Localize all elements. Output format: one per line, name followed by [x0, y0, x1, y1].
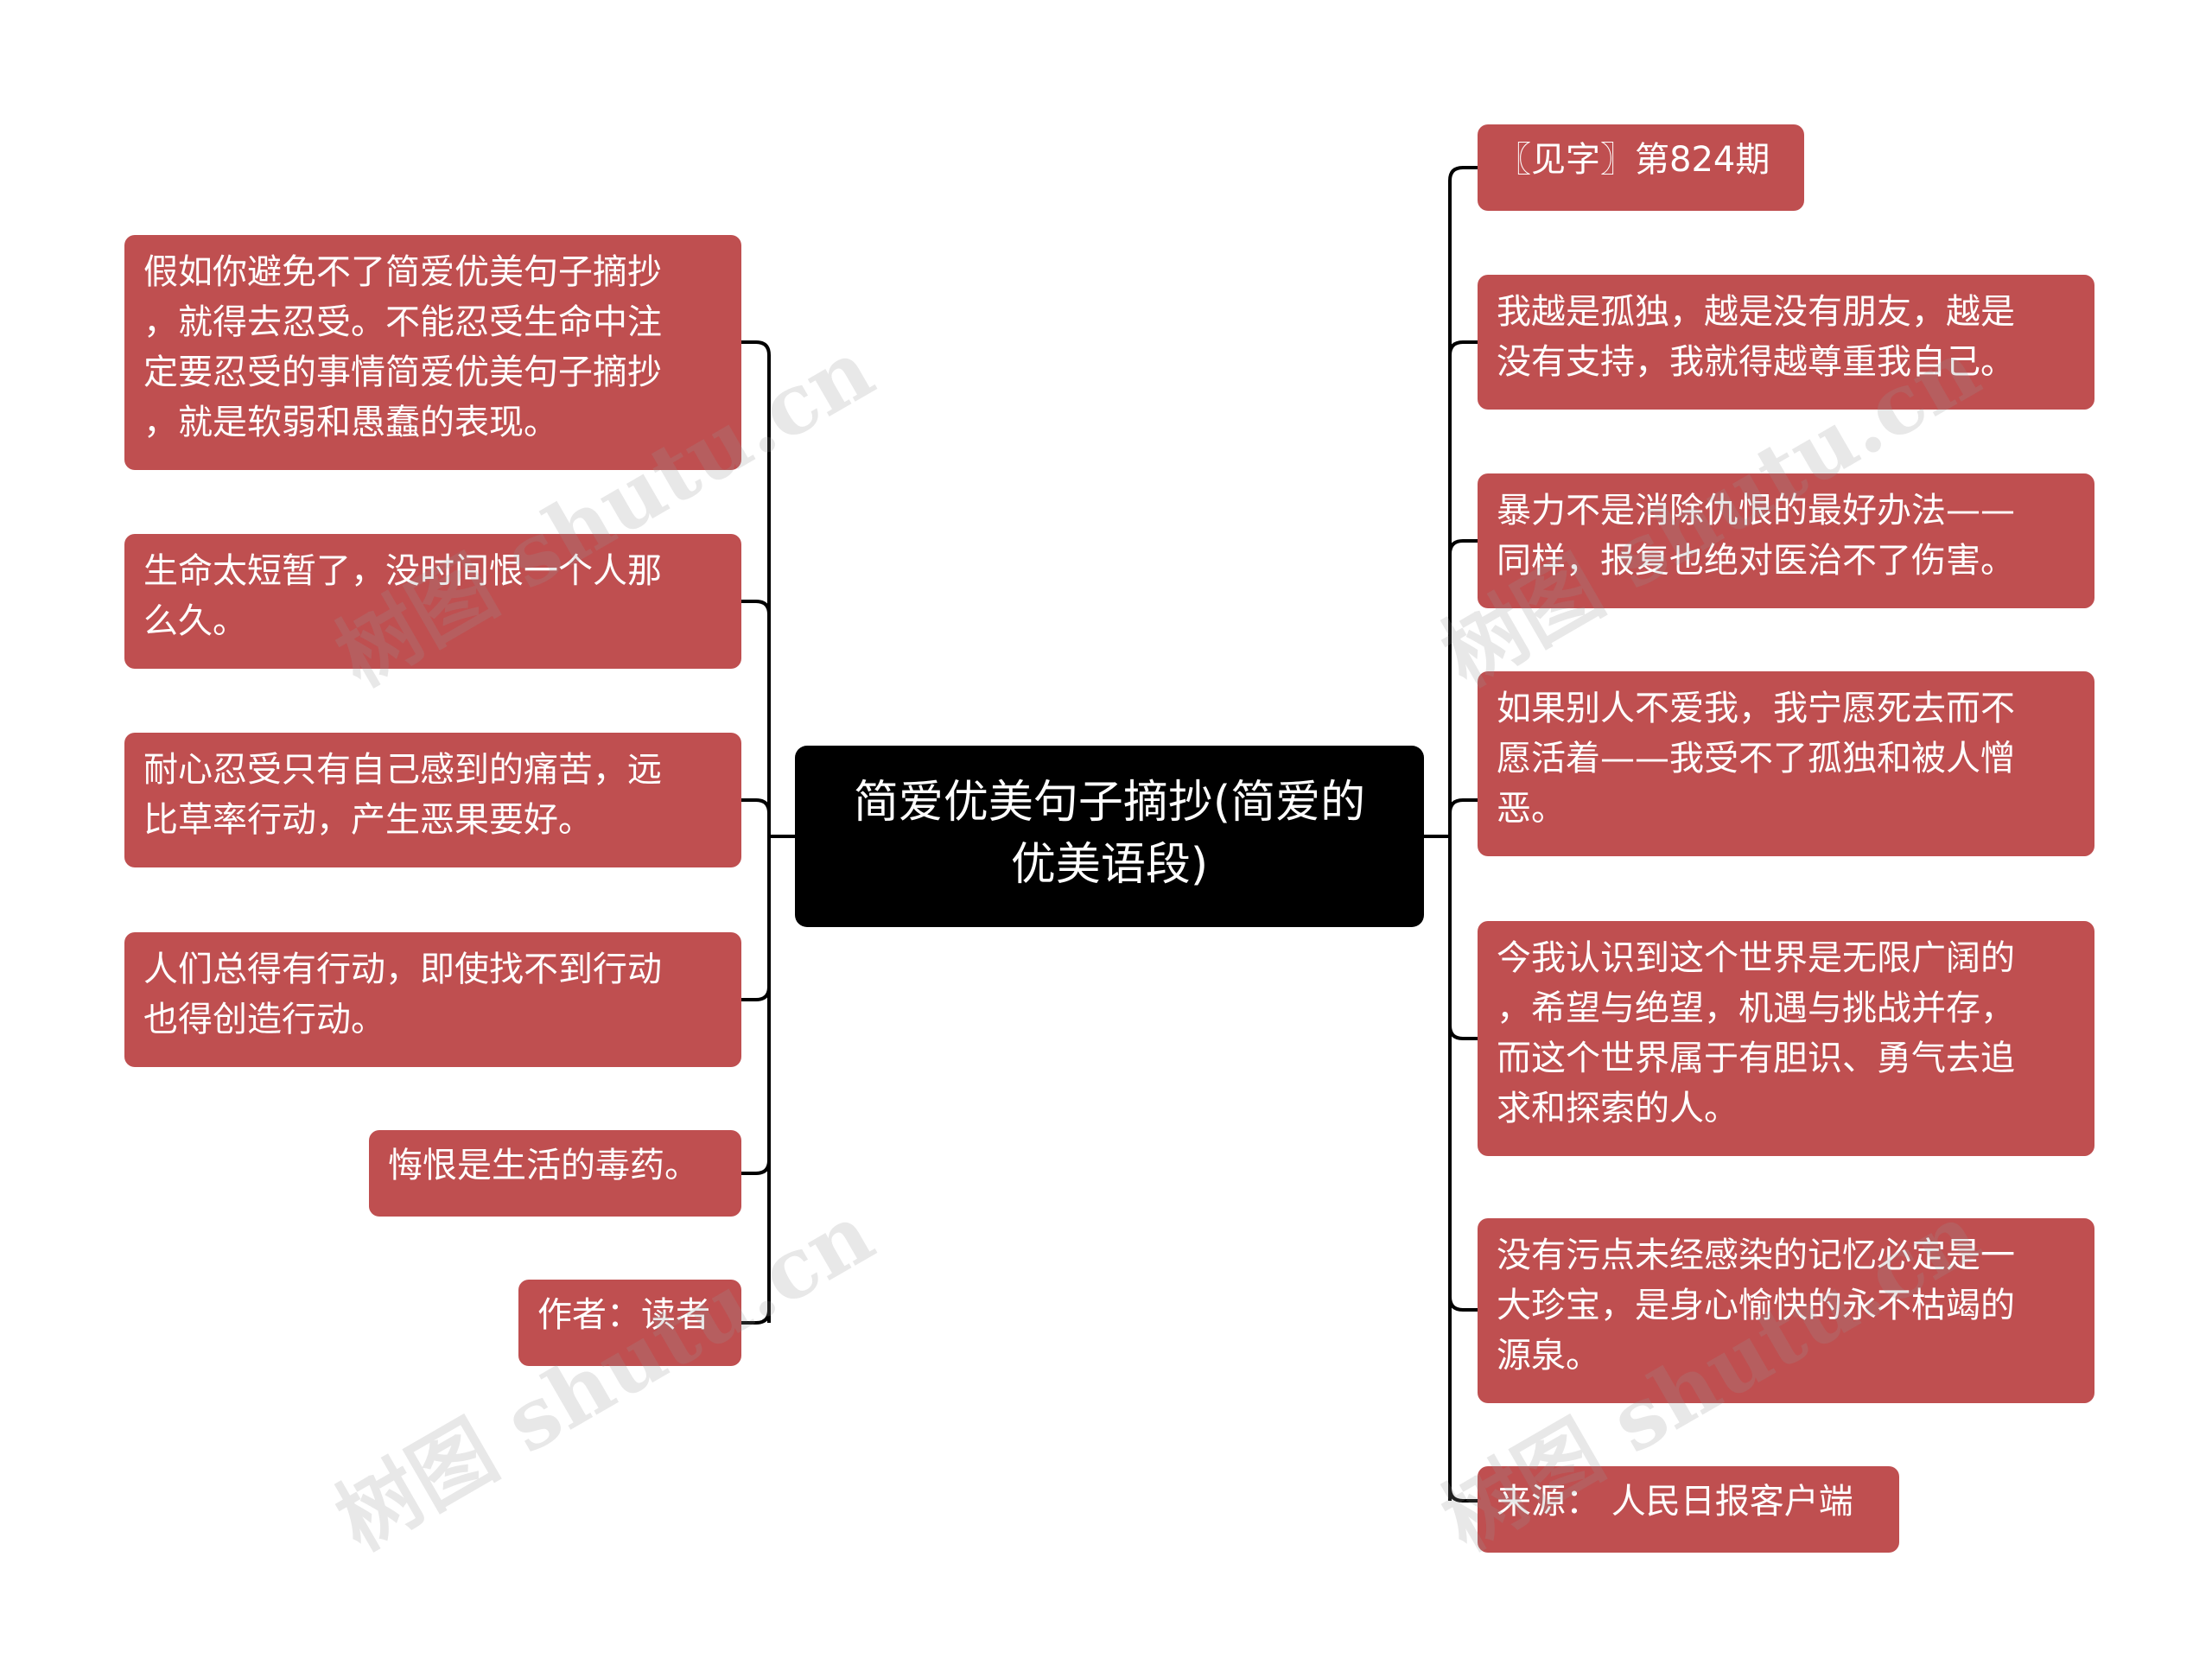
- left-connector-3: [741, 798, 771, 814]
- left-connector-4: [741, 986, 771, 1001]
- right-connector-4: [1448, 798, 1478, 814]
- left-node-6[interactable]: 作者：读者: [518, 1280, 741, 1366]
- right-node-4[interactable]: 如果别人不爱我，我宁愿死去而不 愿活着——我受不了孤独和被人憎 恶。: [1478, 671, 2094, 856]
- left-node-3[interactable]: 耐心忍受只有自己感到的痛苦，远 比草率行动，产生恶果要好。: [124, 733, 741, 867]
- right-node-1[interactable]: 〖见字〗第824期: [1478, 124, 1804, 211]
- right-node-7[interactable]: 来源： 人民日报客户端: [1478, 1466, 1899, 1553]
- right-node-5[interactable]: 今我认识到这个世界是无限广阔的 ，希望与绝望，机遇与挑战并存， 而这个世界属于有…: [1478, 921, 2094, 1156]
- left-node-2[interactable]: 生命太短暂了，没时间恨一个人那 么久。: [124, 534, 741, 669]
- left-connector-6: [741, 1309, 771, 1325]
- left-node-5[interactable]: 悔恨是生活的毒药。: [369, 1130, 741, 1217]
- left-node-1[interactable]: 假如你避免不了简爱优美句子摘抄 ，就得去忍受。不能忍受生命中注 定要忍受的事情简…: [124, 235, 741, 470]
- left-node-4[interactable]: 人们总得有行动，即使找不到行动 也得创造行动。: [124, 932, 741, 1067]
- left-connector-2: [741, 600, 771, 615]
- left-connector-1: [741, 340, 771, 356]
- right-node-2[interactable]: 我越是孤独，越是没有朋友，越是 没有支持，我就得越尊重我自己。: [1478, 275, 2094, 410]
- right-connector-trunk: [1424, 181, 1452, 1501]
- central-topic[interactable]: 简爱优美句子摘抄(简爱的 优美语段): [795, 746, 1424, 927]
- right-node-6[interactable]: 没有污点未经感染的记忆必定是一 大珍宝，是身心愉快的永不枯竭的 源泉。: [1478, 1218, 2094, 1403]
- right-connector-6: [1448, 1296, 1478, 1312]
- left-connector-5: [741, 1160, 771, 1175]
- right-connector-7: [1448, 1487, 1478, 1503]
- left-connector-trunk: [767, 355, 795, 1323]
- right-connector-2: [1448, 340, 1478, 356]
- right-connector-5: [1448, 1025, 1478, 1040]
- right-node-3[interactable]: 暴力不是消除仇恨的最好办法—— 同样，报复也绝对医治不了伤害。: [1478, 473, 2094, 608]
- right-connector-3: [1448, 539, 1478, 555]
- right-connector-1: [1448, 166, 1478, 181]
